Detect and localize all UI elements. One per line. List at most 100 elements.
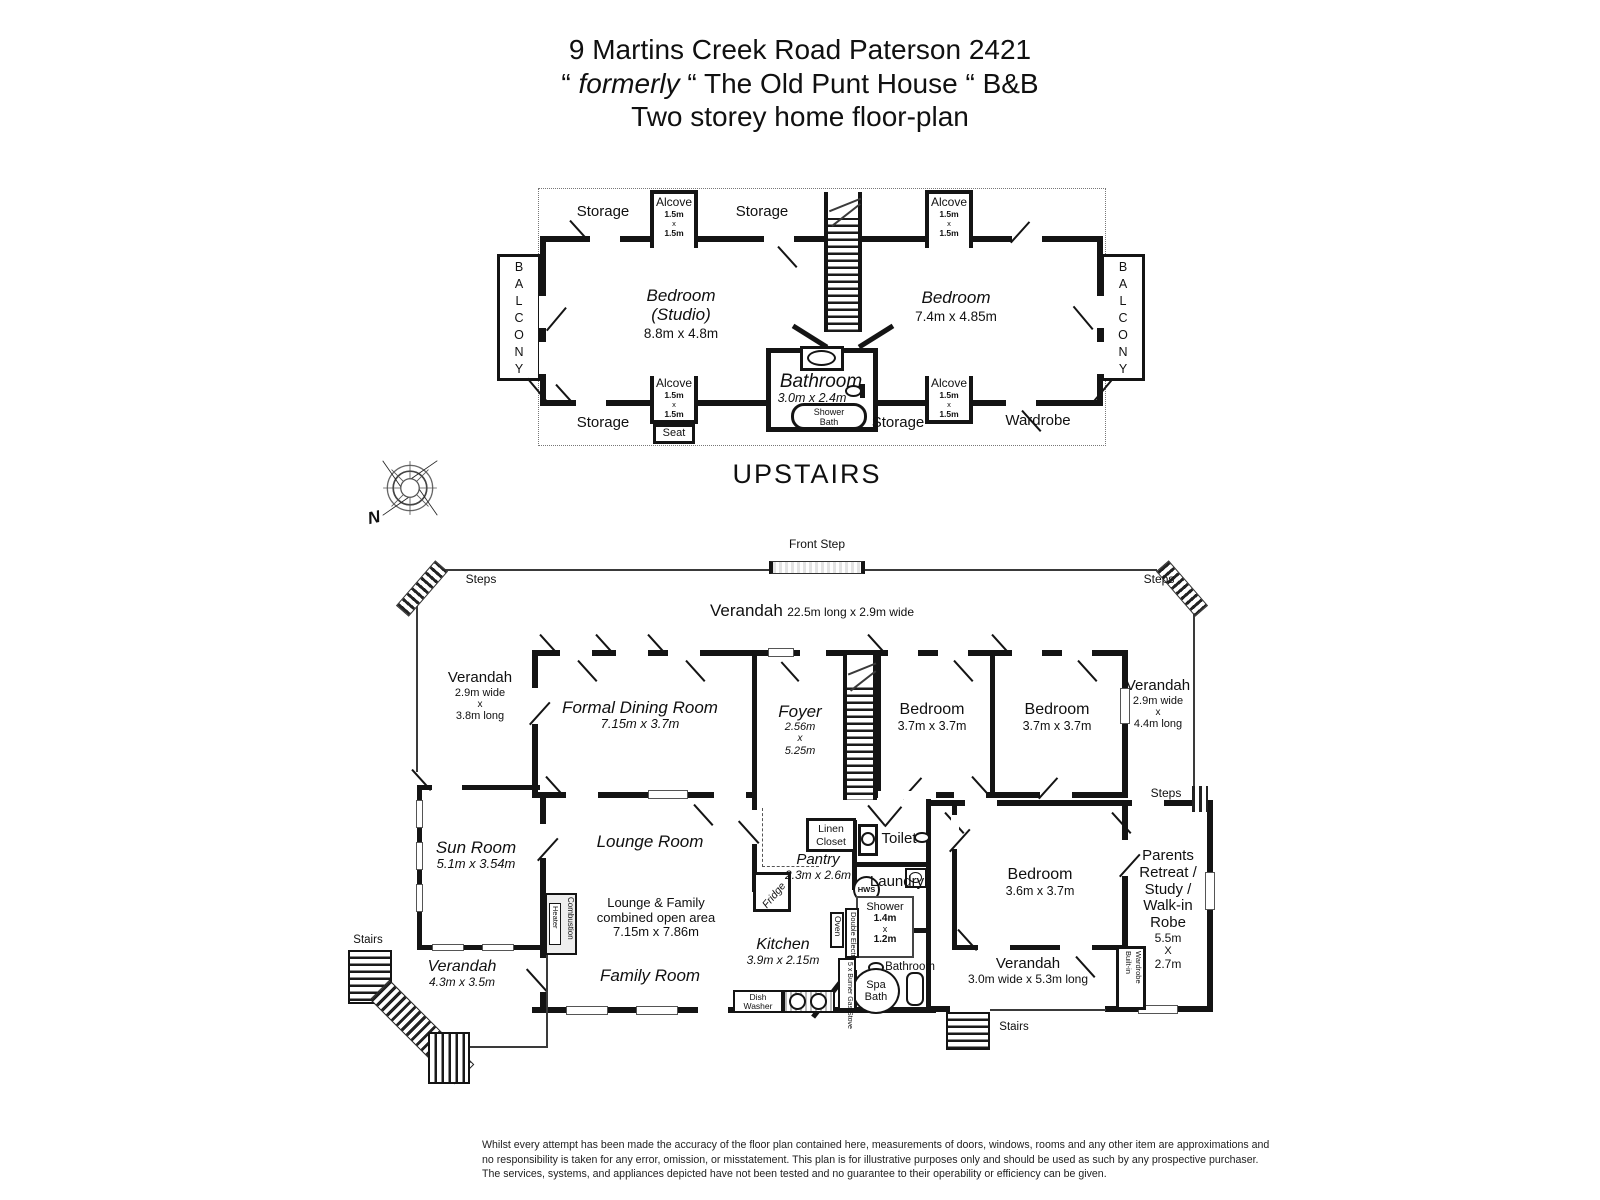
door-gap	[800, 649, 826, 657]
verandah-edge	[416, 606, 418, 772]
window	[648, 790, 688, 799]
steps-label-top-right: Steps	[1143, 572, 1175, 586]
wall	[532, 650, 1128, 656]
shower-bath-label: Shower Bath	[794, 407, 864, 428]
alcove-bottom-left: Alcove 1.5m x 1.5m	[650, 376, 698, 424]
toilet-pan-icon	[914, 832, 930, 843]
pr-l1: Parents	[1142, 847, 1194, 864]
vanity-basin	[807, 350, 836, 366]
seat-label: Seat	[662, 427, 686, 439]
room-name: Pantry	[796, 851, 840, 868]
door-gap	[698, 1006, 728, 1014]
verandah-dims: 3.0m wide x 5.3m long	[967, 971, 1089, 986]
storage-bottom-left-label: Storage	[576, 414, 630, 431]
shower-d2: 1.2m	[873, 934, 897, 945]
wall	[1122, 650, 1128, 798]
hws-label: HWS	[857, 885, 876, 894]
bedroom2-label: Bedroom 3.7m x 3.7m	[1023, 701, 1092, 733]
steps-label-top-left: Steps	[465, 572, 497, 586]
side-steps-right	[1192, 786, 1208, 812]
title-line2: “ formerly “ The Old Punt House “ B&B	[561, 68, 1038, 99]
door-leaf	[780, 661, 800, 682]
linen-l2: Closet	[816, 835, 846, 848]
wall	[876, 650, 881, 798]
door-gap	[878, 791, 912, 799]
page-title: 9 Martins Creek Road Paterson 2421	[569, 34, 1031, 65]
shower-label-block: Shower 1.4m x 1.2m	[858, 901, 912, 945]
dim: 2.56m	[784, 721, 816, 734]
dim: 5.25m	[784, 744, 816, 757]
room-dims: 3.6m x 3.7m	[1005, 883, 1075, 898]
lounge-room-label: Lounge Room	[596, 832, 704, 851]
door-leaf	[577, 659, 598, 682]
bedroom1-label: Bedroom 3.7m x 3.7m	[898, 701, 967, 733]
alcove-dim: 1.5m	[664, 409, 684, 419]
wall	[952, 945, 1128, 950]
door-gap	[1012, 235, 1042, 243]
alcove-dim: 1.5m	[664, 209, 684, 219]
verandah-name: Verandah	[447, 669, 513, 686]
title-line3: Two storey home floor-plan	[631, 101, 969, 132]
disclaimer-line1: Whilst every attempt has been made the a…	[482, 1139, 1270, 1151]
toilet-label: Toilet	[881, 830, 917, 847]
room-dims: 8.8m x 4.8m	[643, 326, 719, 342]
window	[416, 800, 423, 828]
door-gap	[1012, 649, 1042, 657]
porch-stairs-bottom	[428, 1032, 470, 1084]
disclaimer-line3: The services, systems, and appliances de…	[482, 1168, 1107, 1180]
room-dims: 7.15m x 3.7m	[600, 716, 680, 732]
linen-closet-label: Linen Closet	[809, 823, 853, 848]
oven-box: Oven	[830, 912, 844, 948]
door-gap	[954, 791, 986, 799]
verandah-top-label: Verandah 22.5m long x 2.9m wide	[710, 601, 914, 621]
porch-stairs-left	[348, 950, 392, 1004]
verandah-right-label: Verandah 2.9m wide x 4.4m long	[1126, 677, 1190, 731]
stairs-label-bottom: Stairs	[999, 1021, 1029, 1033]
front-step-label: Front Step	[788, 537, 846, 551]
room-name: Bedroom	[1007, 866, 1073, 883]
verandah-name: Verandah	[427, 958, 497, 975]
wall	[540, 792, 546, 1013]
door-gap	[888, 649, 918, 657]
front-step	[769, 561, 865, 574]
wall	[417, 945, 545, 950]
builtin-wardrobe: Built-in Wardrobe	[1116, 946, 1146, 1010]
pr-d3: 2.7m	[1154, 956, 1182, 971]
sun-room-label: Sun Room 5.1m x 3.54m	[436, 838, 516, 872]
dish-washer-label: Dish Washer	[735, 992, 781, 1012]
bathroom-label: Bathroom	[885, 961, 935, 973]
foyer-label: Foyer 2.56m x 5.25m	[778, 702, 821, 757]
pr-l3: Study /	[1144, 880, 1192, 898]
double-electric-box: Double Electric	[845, 908, 859, 962]
wall	[540, 236, 1103, 242]
room-name: Kitchen	[756, 936, 810, 953]
alcove-dim: 1.5m	[939, 209, 959, 219]
alcove-x: x	[947, 400, 951, 409]
room-dims: 7.4m x 4.85m	[915, 309, 997, 325]
dim-x: x	[1155, 707, 1161, 719]
fridge-box: Fridge	[753, 872, 791, 912]
room-dims: 2.3m x 2.6m	[784, 867, 852, 882]
alcove-name: Alcove	[655, 376, 693, 390]
door-leaf	[693, 803, 714, 826]
spa-bath: Spa Bath	[852, 968, 900, 1014]
alcove-x: x	[947, 219, 951, 228]
room-name: Bedroom	[1024, 701, 1090, 718]
pantry-bench	[762, 808, 819, 867]
pr-l2: Retreat /	[1139, 863, 1197, 881]
alcove-top-right: Alcove 1.5m x 1.5m	[925, 190, 973, 248]
door-gap	[432, 784, 462, 792]
alcove-top-left: Alcove 1.5m x 1.5m	[650, 190, 698, 248]
kitchen-label: Kitchen 3.9m x 2.15m	[747, 936, 820, 967]
dw-l2: Washer	[743, 1001, 773, 1012]
wall	[752, 650, 757, 798]
title-line2-rest: “ The Old Punt House “ B&B	[679, 68, 1039, 99]
pr-d2: X	[1164, 945, 1172, 958]
spa-l1: Spa	[866, 978, 886, 991]
toilet-basin	[861, 832, 875, 846]
open-area-label: Lounge & Family combined open area 7.15m…	[597, 895, 716, 940]
title-line1: 9 Martins Creek Road Paterson 2421	[568, 34, 1032, 65]
door-gap	[1006, 399, 1036, 407]
